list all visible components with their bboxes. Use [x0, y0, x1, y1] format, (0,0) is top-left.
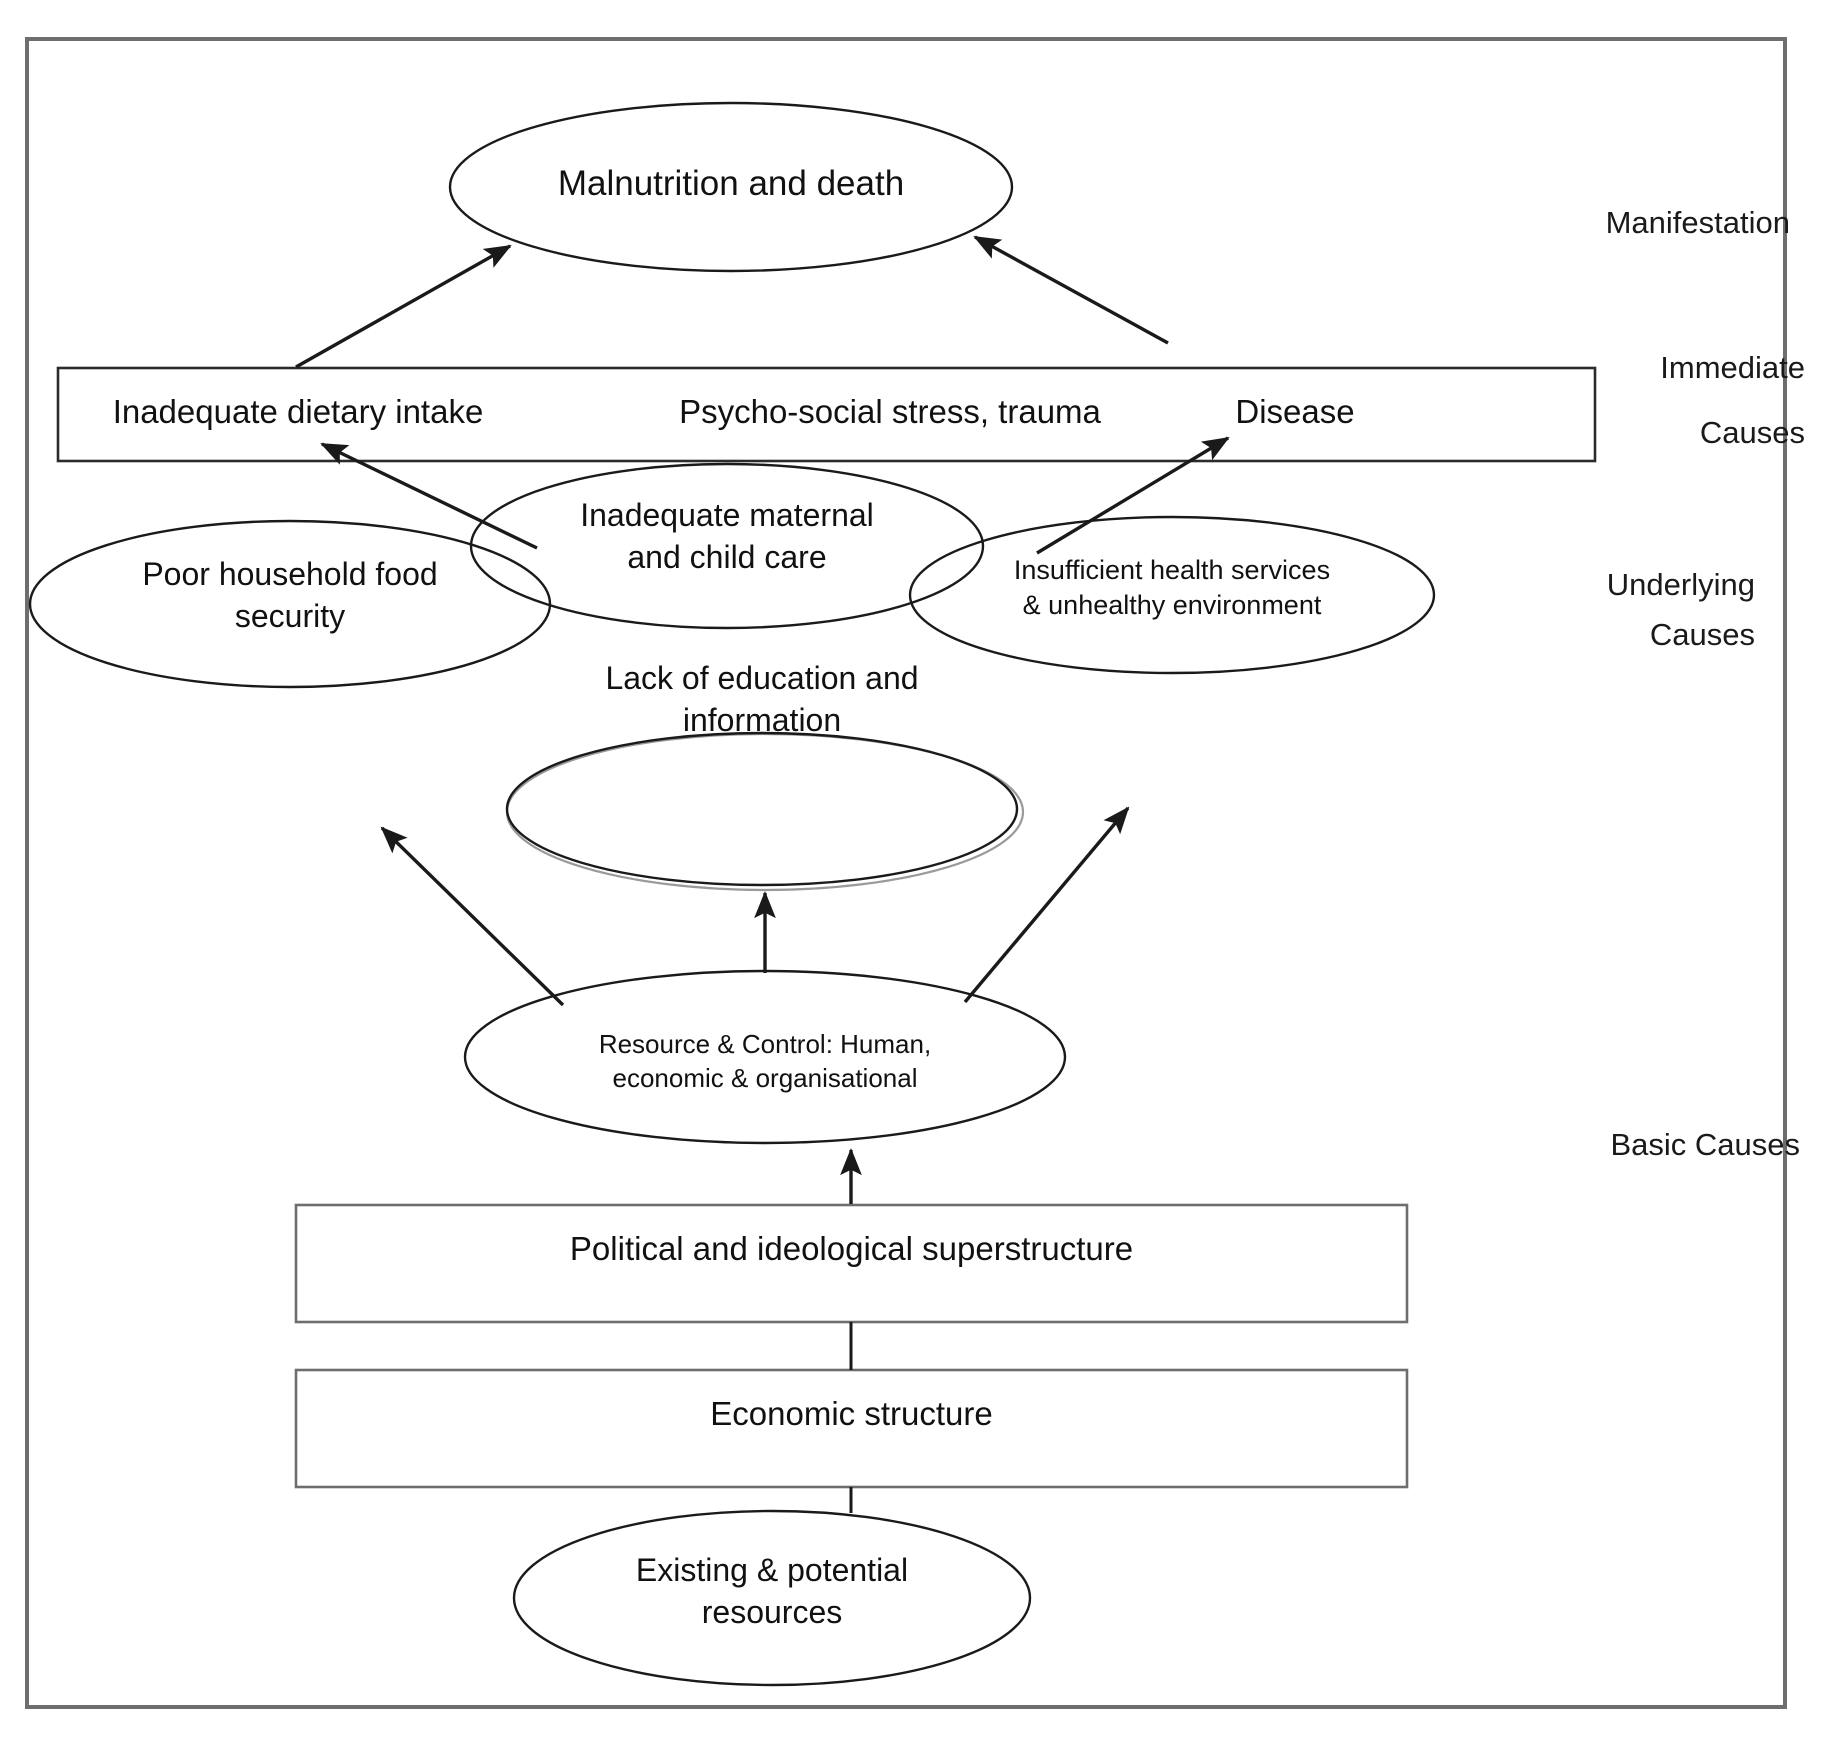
tier-label-underlying-causes-line1: Underlying [1606, 567, 1755, 602]
node-economic-structure-rect [294, 1368, 1409, 1489]
arrow-disease-to-malnutrition [973, 235, 1169, 345]
page-frame-border [25, 37, 1787, 1709]
node-maternal-care-ellipse [469, 462, 985, 630]
node-education-ellipse [505, 731, 1019, 887]
arrow-health-to-immediate [1036, 436, 1230, 555]
node-political-superstructure-rect [294, 1203, 1409, 1324]
arrow-resource-to-food-security [380, 826, 565, 1007]
arrow-dietary-to-malnutrition [295, 244, 512, 369]
tier-label-basic-causes: Basic Causes [1610, 1127, 1800, 1162]
tier-label-immediate-causes-line1: Immediate [1660, 350, 1805, 385]
arrow-maternal-to-immediate [320, 442, 538, 550]
tier-label-underlying-causes-line2: Causes [1649, 617, 1755, 652]
tier-label-manifestation: Manifestation [1605, 205, 1790, 240]
node-malnutrition-ellipse [448, 101, 1014, 273]
arrow-resource-to-health-services [963, 806, 1130, 1004]
node-immediate-causes-rect [56, 366, 1597, 463]
node-existing-resources-ellipse [512, 1509, 1032, 1687]
tier-label-immediate-causes-line2: Causes [1699, 415, 1805, 450]
node-health-services-ellipse [908, 515, 1436, 675]
